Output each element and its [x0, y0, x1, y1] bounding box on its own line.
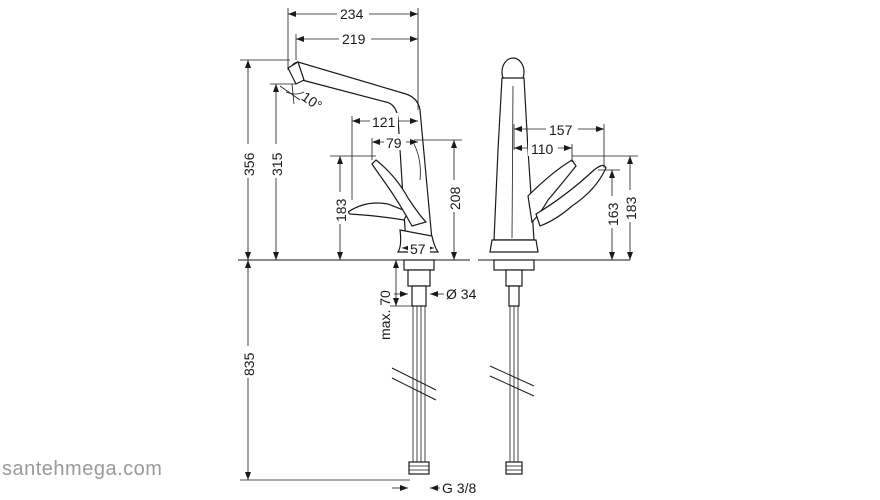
dim-183-front: 183 — [333, 198, 349, 222]
dim-356: 356 — [241, 152, 257, 176]
front-view-faucet — [238, 61, 470, 475]
dim-234: 234 — [340, 6, 364, 22]
watermark: santehmega.com — [2, 458, 163, 480]
dim-max-70: max. 70 — [377, 290, 393, 340]
dim-315: 315 — [269, 152, 285, 176]
dim-diameter-34: Ø 34 — [446, 286, 477, 302]
dim-79: 79 — [386, 135, 402, 151]
dimension-labels: 234 219 10° 356 315 121 79 183 208 57 15… — [240, 5, 639, 496]
dim-208: 208 — [447, 186, 463, 210]
dim-57: 57 — [410, 241, 426, 257]
dim-183-side: 183 — [623, 196, 639, 220]
dim-g-3-8: G 3/8 — [442, 480, 476, 496]
dim-835: 835 — [241, 352, 257, 376]
dim-110: 110 — [531, 141, 554, 157]
dim-163: 163 — [605, 202, 621, 226]
dim-10-degrees: 10° — [299, 88, 326, 113]
dim-157: 157 — [549, 122, 573, 138]
dim-219: 219 — [342, 31, 366, 47]
dim-121: 121 — [372, 114, 396, 130]
side-view-faucet — [478, 57, 630, 475]
